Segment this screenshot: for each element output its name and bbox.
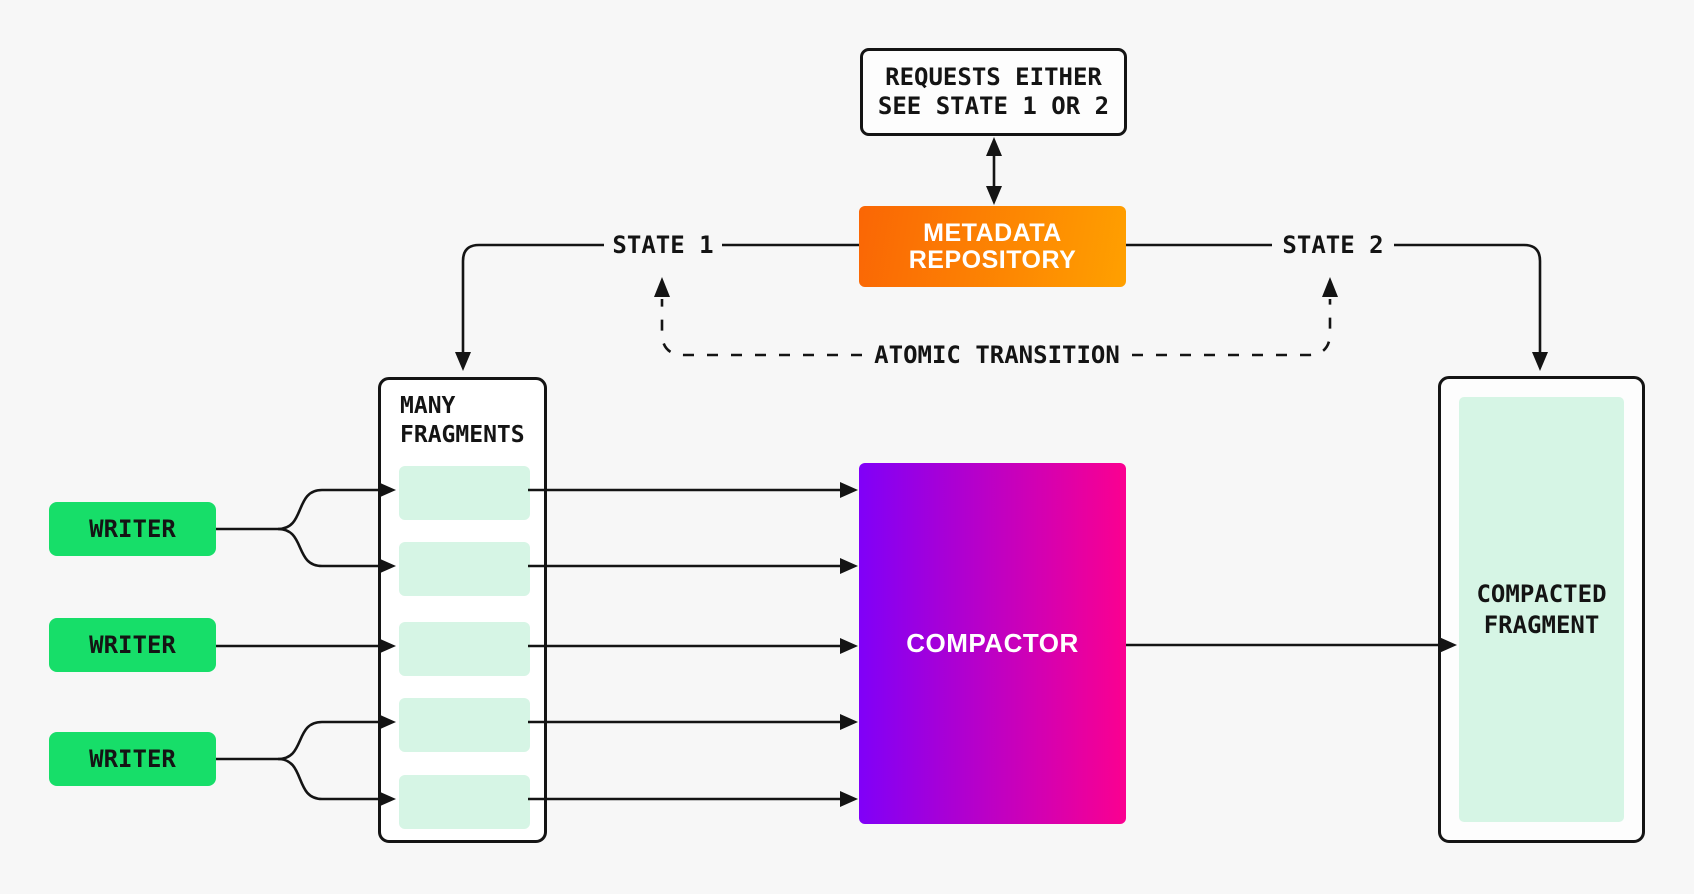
many-fragments-label-line1: MANY xyxy=(400,393,456,419)
writer-1-label: WRITER xyxy=(89,515,176,543)
state2-label: STATE 2 xyxy=(1282,231,1384,259)
compacted-fragment-line1: COMPACTED xyxy=(1476,579,1607,608)
writer-box-1: WRITER xyxy=(49,502,216,556)
fragments-to-compactor-arrows-icon xyxy=(528,482,858,807)
writer-box-2: WRITER xyxy=(49,618,216,672)
requests-box: REQUESTS EITHER SEE STATE 1 OR 2 xyxy=(860,48,1127,136)
many-fragments-box: MANY FRAGMENTS xyxy=(378,377,547,843)
many-fragments-label: MANY FRAGMENTS xyxy=(400,392,525,450)
compacted-fragment-fill: COMPACTED FRAGMENT xyxy=(1459,397,1624,822)
writer-2-label: WRITER xyxy=(89,631,176,659)
atomic-transition-label: ATOMIC TRANSITION xyxy=(874,341,1120,369)
state1-label: STATE 1 xyxy=(612,231,714,259)
requests-metadata-double-arrow-icon xyxy=(986,137,1002,205)
writer2-to-fragment-arrow-icon xyxy=(216,638,396,654)
fragment-item-3 xyxy=(399,622,530,676)
writer-box-3: WRITER xyxy=(49,732,216,786)
writer-3-label: WRITER xyxy=(89,745,176,773)
fragment-item-4 xyxy=(399,698,530,752)
requests-box-line2: SEE STATE 1 OR 2 xyxy=(877,92,1110,120)
compactor-label: COMPACTOR xyxy=(906,628,1079,658)
requests-box-line1: REQUESTS EITHER xyxy=(885,63,1102,91)
fragment-item-1 xyxy=(399,466,530,520)
state2-to-compacted-arrow-icon xyxy=(1394,243,1548,371)
compacted-fragment-line2: FRAGMENT xyxy=(1483,610,1600,639)
metadata-repository-box: METADATA REPOSITORY xyxy=(859,206,1126,287)
compactor-to-compacted-arrow-icon xyxy=(1126,637,1457,653)
metadata-repository-line2: REPOSITORY xyxy=(908,245,1077,274)
atomic-transition-left-dashed-arrow-icon xyxy=(654,277,862,357)
state1-to-fragments-arrow-icon xyxy=(455,243,604,371)
fragment-item-2 xyxy=(399,542,530,596)
writer1-to-fragments-arrows-icon xyxy=(216,482,396,574)
many-fragments-label-line2: FRAGMENTS xyxy=(400,422,525,448)
atomic-transition-right-dashed-arrow-icon xyxy=(1132,277,1338,357)
writer3-to-fragments-arrows-icon xyxy=(216,714,396,807)
metadata-repository-line1: METADATA xyxy=(923,218,1062,247)
fragment-item-5 xyxy=(399,775,530,829)
compacted-fragment-box: COMPACTED FRAGMENT xyxy=(1438,376,1645,843)
compactor-box: COMPACTOR xyxy=(859,463,1126,824)
